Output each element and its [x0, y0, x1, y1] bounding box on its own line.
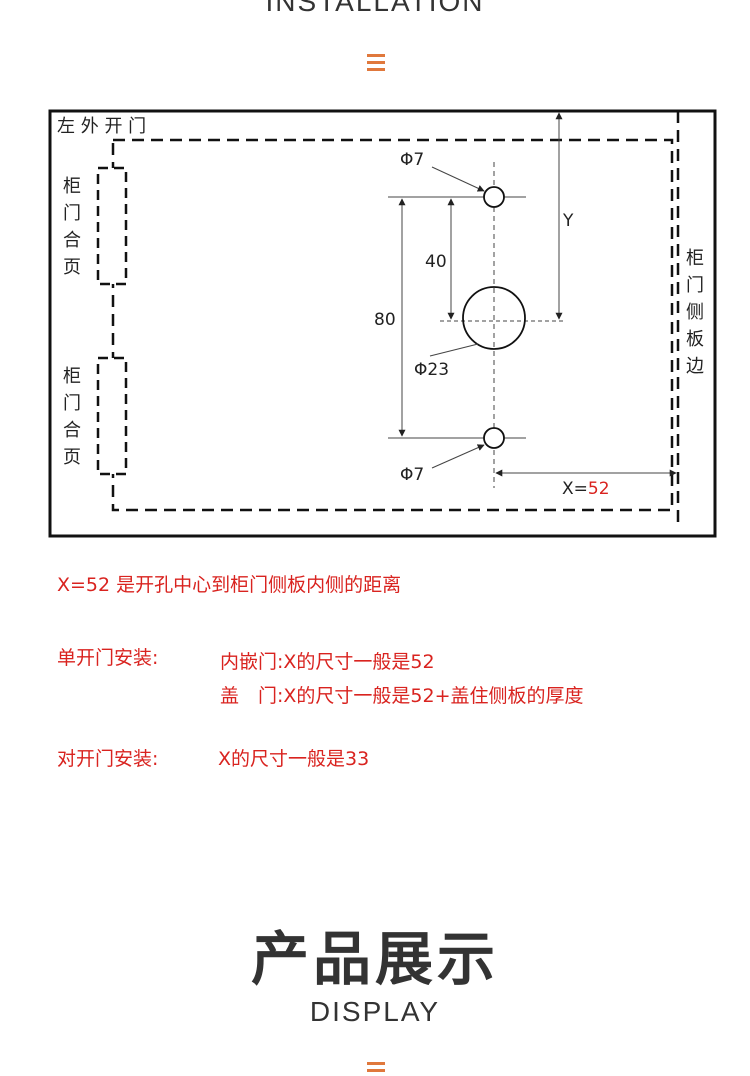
- dim-x-label: X=52: [562, 479, 610, 499]
- phi23-label: Φ23: [414, 360, 449, 380]
- phi7-top-label: Φ7: [400, 150, 424, 170]
- hinge-top-char-1: 柜: [63, 176, 81, 197]
- single-door-label: 单开门安装:: [57, 647, 159, 669]
- single-inset-note: 内嵌门:X的尺寸一般是52: [220, 651, 435, 673]
- menu-icon-bottom: [367, 1062, 385, 1076]
- hinge-top-char-3: 合: [63, 230, 81, 251]
- side-char-3: 侧: [686, 302, 704, 323]
- corner-label: 左 外 开 门: [57, 116, 146, 137]
- side-char-2: 门: [686, 275, 704, 296]
- hole-large: [462, 286, 526, 350]
- hole-small-bottom: [483, 427, 505, 449]
- dim-y-label: Y: [562, 211, 574, 231]
- installation-diagram: 左 外 开 门 柜 门 合 页 柜 门 合 页 柜 门 侧 板 边 80 40 …: [48, 109, 717, 538]
- phi23-leader: [429, 343, 479, 357]
- double-door-label: 对开门安装:: [57, 748, 159, 770]
- side-char-4: 板: [686, 329, 704, 350]
- double-door-note: X的尺寸一般是33: [218, 748, 370, 770]
- phi7-bottom-label: Φ7: [400, 465, 424, 485]
- hinge-bottom-char-2: 门: [63, 393, 81, 414]
- hinge-top-char-4: 页: [63, 257, 81, 278]
- outer-frame: [48, 109, 717, 538]
- dim-40-label: 40: [425, 252, 447, 272]
- hinge-bottom-char-4: 页: [63, 447, 81, 468]
- hinge-top: [96, 166, 128, 286]
- hole-small-top: [483, 186, 505, 208]
- dim-80-label: 80: [374, 310, 396, 330]
- hinge-bottom-char-3: 合: [63, 420, 81, 441]
- menu-icon: [367, 54, 385, 75]
- dim-x-value: 52: [588, 479, 610, 499]
- display-title: 产品展示: [250, 925, 499, 993]
- display-subtitle: DISPLAY: [309, 996, 441, 1027]
- phi7-top-leader: [431, 166, 485, 192]
- installation-title: INSTALLATION: [265, 0, 485, 17]
- note-x-definition: X=52 是开孔中心到柜门侧板内侧的距离: [57, 574, 402, 596]
- side-char-5: 边: [686, 356, 704, 377]
- hinge-top-char-2: 门: [63, 203, 81, 224]
- single-cover-note: 盖 门:X的尺寸一般是52+盖住侧板的厚度: [220, 685, 584, 707]
- hinge-bottom-char-1: 柜: [63, 366, 81, 387]
- dim-x-prefix: X=: [562, 479, 588, 499]
- door-outline: [111, 138, 674, 512]
- phi7-bottom-leader: [431, 444, 485, 469]
- side-char-1: 柜: [686, 248, 704, 269]
- hinge-bottom: [96, 356, 128, 476]
